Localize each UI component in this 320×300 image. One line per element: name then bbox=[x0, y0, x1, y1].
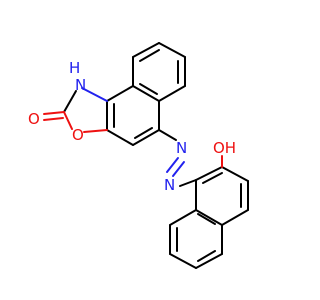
oxazolone-ring bbox=[43, 87, 108, 133]
molecule-structure-diagram: H N O O N N OH bbox=[28, 42, 249, 269]
ring-o-label: O bbox=[72, 126, 84, 144]
azo-n1-label: N bbox=[176, 139, 187, 157]
carbonyl-bond bbox=[43, 111, 65, 115]
upper-benzo-ring bbox=[132, 42, 186, 102]
azo-bond bbox=[172, 161, 185, 177]
bond bbox=[195, 209, 223, 226]
atom-h-label: H bbox=[69, 59, 80, 77]
bond bbox=[106, 129, 134, 146]
bond bbox=[169, 253, 197, 269]
bond bbox=[169, 209, 197, 226]
double-bond-inner bbox=[139, 49, 160, 62]
bond bbox=[132, 42, 160, 58]
hydroxyl-label: OH bbox=[213, 139, 236, 157]
naphthol-benzo-ring bbox=[169, 209, 223, 269]
atom-labels: H N O O N N OH bbox=[28, 59, 236, 194]
bond bbox=[132, 85, 160, 102]
bond bbox=[195, 253, 223, 269]
atom-n-label: N bbox=[75, 76, 86, 94]
upper-fused-ring bbox=[106, 85, 160, 146]
azo-bond bbox=[166, 157, 179, 173]
bond bbox=[106, 85, 134, 102]
azo-n2-label: N bbox=[164, 176, 175, 194]
double-bond-inner bbox=[202, 172, 223, 184]
bond bbox=[221, 166, 249, 182]
bond bbox=[63, 90, 77, 113]
bond bbox=[132, 129, 160, 146]
naphthol-hydroxyl-ring bbox=[195, 155, 249, 226]
bond bbox=[81, 87, 108, 102]
carbonyl-bond bbox=[43, 117, 64, 121]
bond bbox=[63, 111, 73, 130]
azo-linkage bbox=[158, 129, 197, 187]
double-bond-inner bbox=[139, 83, 158, 95]
carbonyl-o-label: O bbox=[28, 110, 40, 128]
double-bond-inner bbox=[197, 250, 216, 262]
bond bbox=[195, 166, 223, 181]
bond bbox=[179, 179, 197, 187]
bond bbox=[158, 42, 186, 58]
bond bbox=[158, 129, 177, 141]
bond bbox=[221, 209, 249, 226]
bond bbox=[83, 129, 108, 133]
double-bond-inner bbox=[134, 127, 153, 139]
bond bbox=[158, 85, 186, 102]
double-bond-inner bbox=[197, 213, 216, 225]
